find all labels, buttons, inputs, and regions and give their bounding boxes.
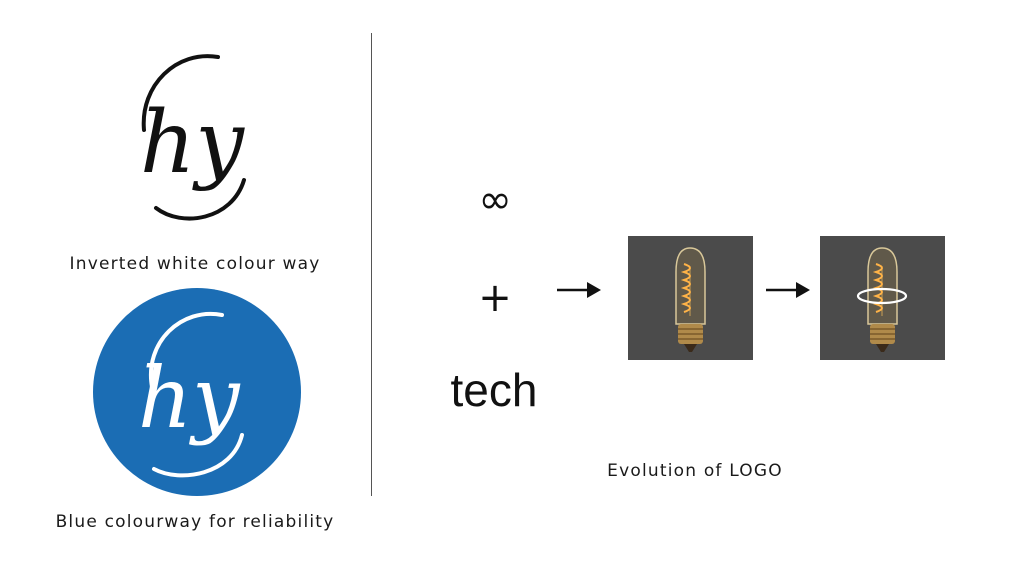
- infinity-symbol: ∞: [478, 177, 512, 223]
- bulb-image-original: [628, 236, 753, 360]
- logo-blue-circle: hy: [93, 288, 301, 496]
- caption-inverted-white: Inverted white colour way: [69, 254, 321, 274]
- caption-evolution-of-logo: Evolution of LOGO: [607, 461, 783, 481]
- arrow-right-icon: [766, 282, 810, 298]
- column-divider: [371, 33, 372, 496]
- plus-symbol: +: [478, 275, 512, 321]
- logo-black-inverted: hy: [140, 54, 246, 221]
- caption-blue-colourway: Blue colourway for reliability: [55, 512, 335, 532]
- tech-word: tech: [450, 364, 538, 416]
- bulb-image-evolved: [820, 236, 945, 360]
- svg-text:hy: hy: [138, 349, 241, 447]
- arrow-right-icon: [557, 282, 601, 298]
- svg-text:hy: hy: [140, 93, 245, 193]
